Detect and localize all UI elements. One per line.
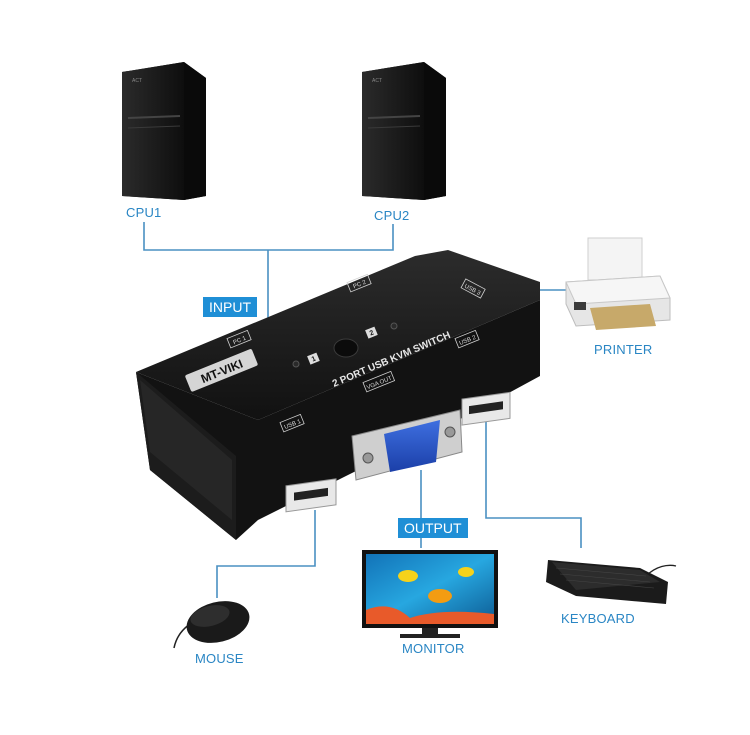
- svg-text:ACT: ACT: [372, 78, 382, 84]
- indicator-label-1: 1: [311, 356, 317, 364]
- svg-text:ACT: ACT: [132, 78, 142, 84]
- cpu2-label: CPU2: [374, 208, 410, 223]
- usb1-port: [285, 478, 337, 513]
- input-tag: INPUT: [203, 297, 257, 317]
- port-label-pc2: PC 2: [353, 279, 368, 290]
- usb2-port: [461, 391, 511, 426]
- mouse-label: MOUSE: [195, 651, 244, 666]
- cpu1-tower: ACT: [122, 62, 206, 200]
- cpu2-tower: ACT: [362, 62, 446, 200]
- indicator-label-2: 2: [369, 330, 375, 338]
- monitor-image: [362, 550, 498, 638]
- port-select-button[interactable]: [333, 338, 359, 358]
- cpu1-to-cpu2-line: [143, 222, 394, 251]
- keyboard-label: KEYBOARD: [561, 611, 635, 626]
- led-indicator-1: [292, 360, 300, 368]
- output-tag: OUTPUT: [398, 518, 468, 538]
- printer-label: PRINTER: [594, 342, 653, 357]
- mouse-image: [173, 601, 250, 649]
- kvm-switch: MT-VIKI 2 PORT USB KVM SWITCH PC 1 PC 2 …: [136, 250, 540, 540]
- mouse-line: [216, 510, 316, 598]
- cpu1-label: CPU1: [126, 205, 162, 220]
- keyboard-line: [485, 420, 582, 548]
- monitor-label: MONITOR: [402, 641, 465, 656]
- port-label-pc1: PC 1: [233, 335, 248, 346]
- vga-out-port: [351, 409, 463, 481]
- connector-lines: [143, 222, 585, 598]
- led-indicator-2: [390, 322, 398, 330]
- printer-image: [565, 237, 671, 330]
- keyboard-image: [546, 560, 677, 604]
